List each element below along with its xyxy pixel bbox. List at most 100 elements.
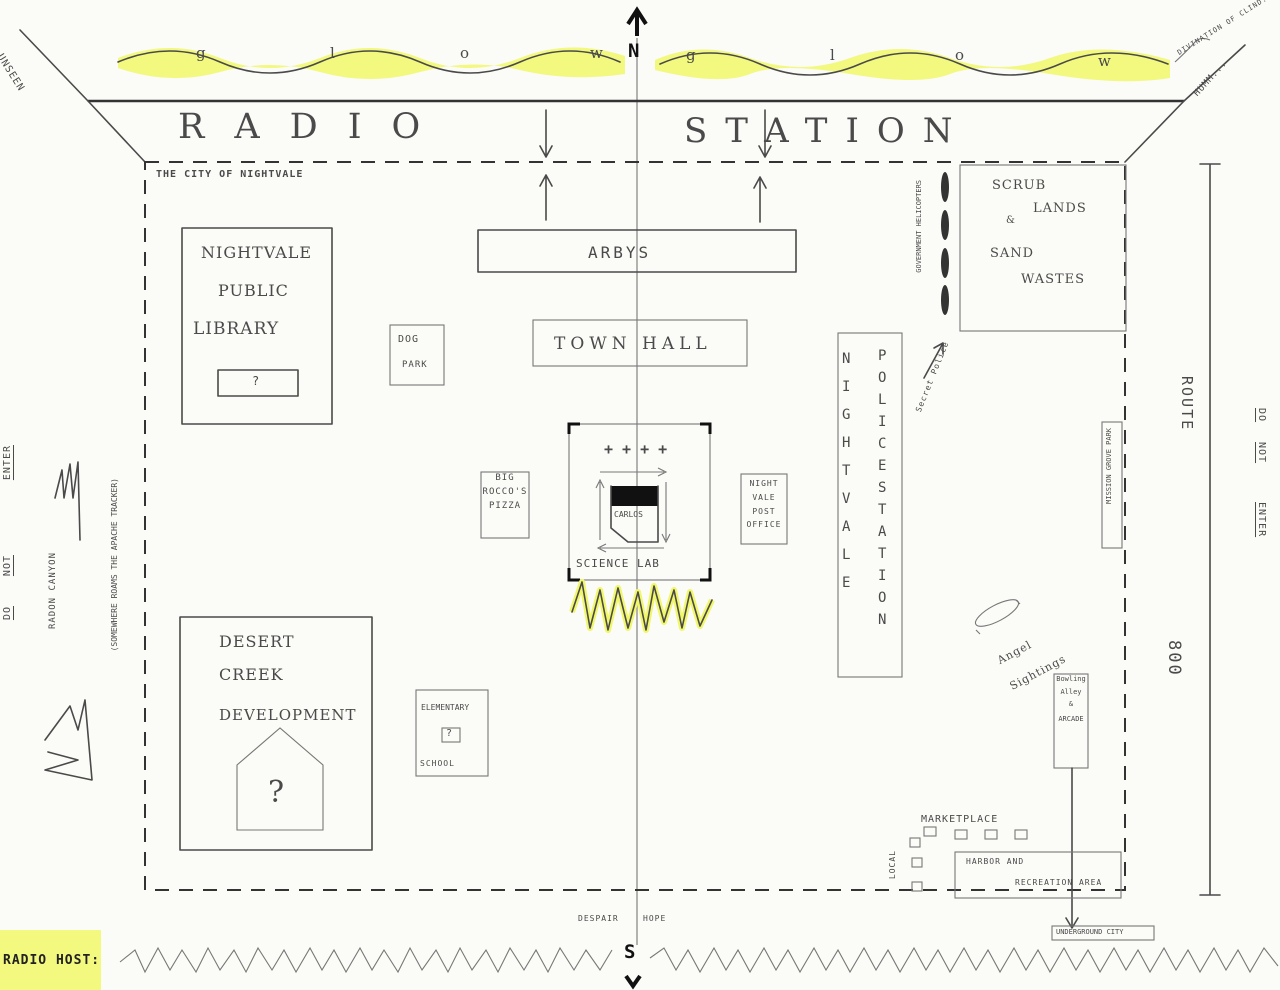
desert-creek-line-3: DEVELOPMENT — [219, 706, 357, 724]
apache-tracker-label: (SOMEWHERE ROAMS THE APACHE TRACKER) — [110, 478, 119, 652]
arrow-down-left — [539, 109, 553, 158]
library-mark: ? — [252, 374, 261, 388]
south-label: S — [624, 941, 637, 963]
post-office-line-2: VALE — [752, 492, 776, 502]
do-not-enter-left-2: NOT — [2, 555, 13, 577]
marketplace-label: MARKETPLACE — [921, 814, 999, 825]
helicopter-2 — [941, 210, 949, 240]
town-hall-label: TOWN HALL — [554, 334, 712, 354]
elementary-box — [415, 689, 489, 777]
glow-right-o: o — [955, 46, 966, 64]
science-lab-box — [568, 423, 711, 581]
harbor-line-1: HARBOR AND — [966, 857, 1025, 866]
library-small-box — [217, 369, 299, 397]
science-arrow-right — [661, 482, 671, 544]
local-label: LOCAL — [888, 850, 897, 880]
dog-park-box — [389, 324, 445, 386]
do-not-enter-left-1: DO — [2, 606, 13, 621]
glow-left-l: l — [330, 44, 336, 62]
helicopter-3 — [941, 248, 949, 278]
bowling-line-4: ARCADE — [1058, 715, 1084, 724]
carlos-label: CARLOS — [614, 510, 643, 519]
science-lab-crosses: + + + + — [604, 440, 668, 458]
route-number: 800 — [1164, 640, 1184, 677]
glow-left-w: w — [590, 44, 604, 62]
post-office-box — [740, 473, 788, 545]
desert-creek-house — [236, 727, 324, 831]
elementary-top: ELEMENTARY — [421, 703, 470, 712]
town-hall-box — [532, 319, 748, 367]
dog-park-line-1: DOG — [398, 334, 420, 345]
radio-station-left-edge — [87, 100, 146, 163]
station-word: STATION — [684, 111, 971, 151]
elementary-mark: ? — [446, 728, 454, 739]
post-office-line-4: OFFICE — [746, 520, 782, 530]
science-arrow-top — [600, 467, 668, 477]
library-line-2: PUBLIC — [218, 281, 289, 300]
radio-host-highlight — [0, 930, 101, 990]
science-lab-corner-br — [700, 568, 712, 582]
glow-right-l: l — [830, 46, 836, 64]
radio-host-label: RADIO HOST: — [3, 953, 101, 968]
city-boundary — [144, 161, 1126, 891]
bowling-box — [1053, 673, 1089, 769]
post-office-label: NIGHT VALE POST OFFICE — [741, 479, 787, 530]
bowling-line-3: & — [1068, 700, 1074, 709]
mountains-upper — [54, 461, 81, 541]
harbor-line-2: RECREATION AREA — [1015, 878, 1103, 887]
angel-halo — [974, 599, 1020, 627]
angel-marks — [975, 599, 1021, 635]
science-lab-glow — [569, 579, 715, 633]
government-helicopters-label: GOVERNMENT HELICOPTERS — [915, 180, 923, 273]
helicopter-1 — [941, 172, 949, 202]
glow-wave-left — [117, 50, 621, 74]
arbys-label: ARBYS — [588, 243, 652, 262]
radon-canyon-label: RADON CANYON — [48, 552, 58, 630]
desert-creek-line-1: DESERT — [219, 632, 295, 651]
route-line — [1199, 163, 1221, 896]
science-lab-corner-bl — [567, 568, 580, 582]
library-line-3: LIBRARY — [193, 319, 280, 339]
underground-city-label: UNDERGROUND CITY — [1056, 928, 1124, 936]
glow-highlight-left — [118, 47, 625, 79]
big-roccos-box — [480, 471, 530, 539]
market-stall-2 — [954, 829, 968, 840]
do-not-enter-right-2: NOT — [1256, 442, 1267, 464]
glow-left-o: o — [460, 44, 471, 62]
do-not-enter-left-3: ENTER — [2, 445, 13, 481]
big-roccos-line-1: BIG — [495, 473, 515, 483]
scrub-lands-amp: & — [1006, 215, 1016, 226]
north-arrow — [626, 6, 648, 36]
do-not-enter-right-1: DO — [1256, 408, 1267, 423]
big-roccos-line-2: ROCCO'S — [482, 486, 528, 497]
police-station-box — [837, 332, 903, 678]
market-stall-6 — [911, 857, 923, 868]
mission-grove-box — [1101, 421, 1123, 549]
secret-police-arrow — [923, 342, 944, 379]
corner-squiggle-right — [1174, 37, 1211, 63]
bottom-zigzag — [119, 946, 1279, 974]
library-line-1: NIGHTVALE — [201, 243, 313, 262]
arrow-up-left — [539, 174, 553, 221]
hope-label: HOPE — [643, 914, 667, 923]
market-stall-7 — [911, 881, 923, 892]
science-arrow-left — [595, 478, 605, 540]
market-stall-5 — [909, 837, 921, 848]
dog-park-line-2: PARK — [402, 360, 428, 370]
market-stall-4 — [1014, 829, 1028, 840]
scrub-lands-line-2: LANDS — [1033, 201, 1087, 216]
south-arrow — [624, 974, 642, 990]
corner-line-right — [1183, 44, 1246, 102]
glow-highlight-right — [655, 49, 1170, 82]
scrub-lands-line-4: WASTES — [1021, 272, 1086, 287]
post-office-line-1: NIGHT — [749, 479, 779, 488]
big-roccos-label: BIG ROCCO'S PIZZA — [481, 473, 529, 512]
harbor-box — [954, 851, 1122, 899]
science-arrow-bottom — [596, 543, 664, 553]
market-stall-3 — [984, 829, 998, 840]
glow-left-g: g — [196, 44, 207, 62]
bowling-line-down — [1065, 767, 1079, 929]
helicopter-4 — [941, 285, 949, 315]
route-word: ROUTE — [1178, 376, 1196, 432]
